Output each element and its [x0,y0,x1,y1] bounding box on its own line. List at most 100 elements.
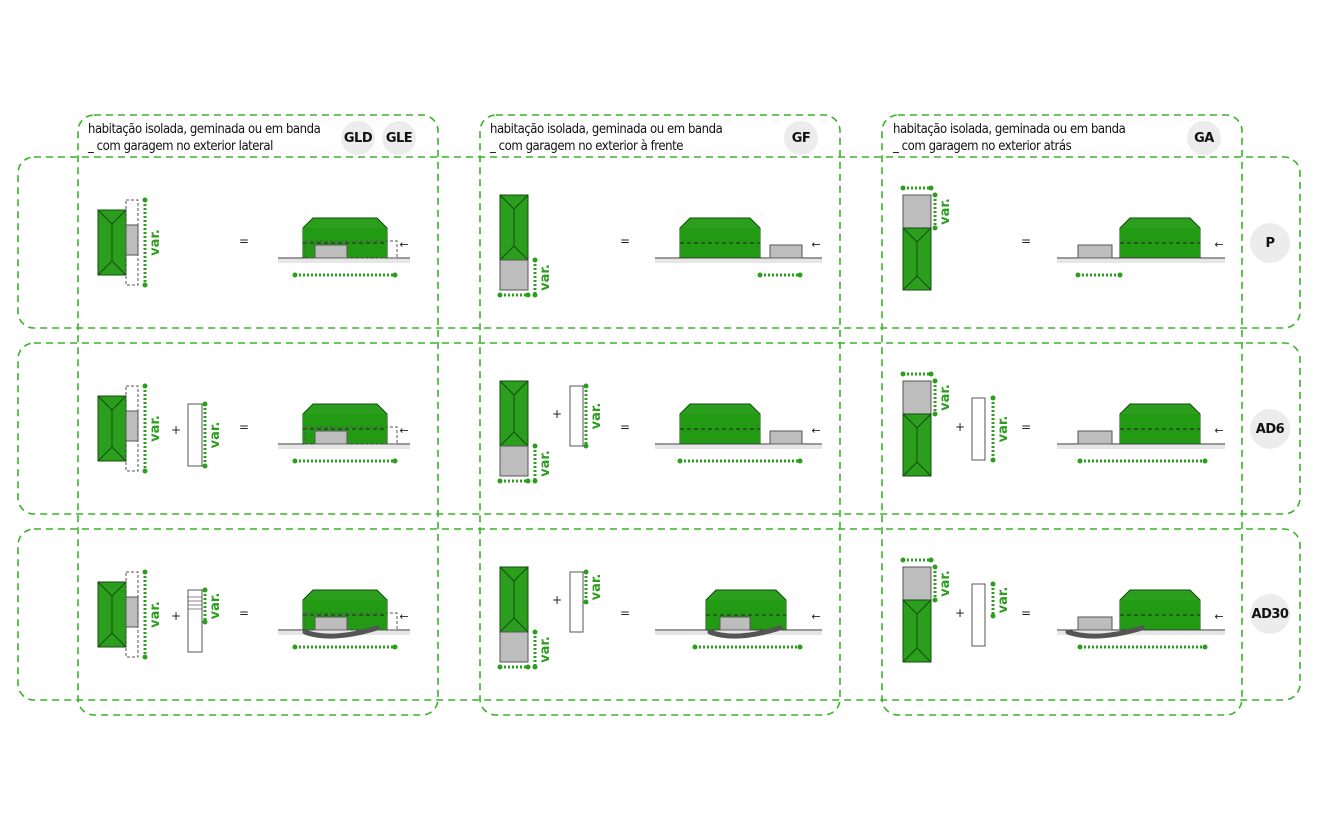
dimension-end [797,272,803,278]
dimension-end [392,644,398,650]
column-frame [881,114,1243,716]
house-body [680,228,760,258]
plus-sign: + [552,407,562,421]
dimension-end [583,443,589,449]
column-title-line1: habitação isolada, geminada ou em banda [490,122,723,137]
garage-box [902,380,932,415]
ground-fill [655,445,822,449]
ground-fill [655,259,822,263]
ramp [707,625,783,639]
var-label: var. [938,384,953,411]
dimension-end [928,185,934,191]
cell-back-ad30: var.+var.=← [900,557,1225,663]
var-label: var. [208,422,223,449]
entry-arrow: ← [399,238,408,251]
cell-back-ad6: var.+var.=← [900,371,1225,477]
garage-box [902,194,932,229]
equals-sign: = [239,606,249,620]
var-label: var. [996,587,1011,614]
house-body [1120,228,1200,258]
dimension-end [990,581,996,587]
dimension-end [797,644,803,650]
var-label: var. [148,415,163,442]
dimension-end [932,564,938,570]
dimension-end [1077,644,1083,650]
row-frame [17,342,1301,515]
garage-box [125,410,139,442]
dimension-end [142,383,148,389]
ramp [1065,625,1145,639]
dimension-end [202,401,208,407]
dimension-end [525,664,531,670]
dimension-end [532,292,538,298]
row-frame [17,156,1301,329]
column-title-line2: _ com garagem no exterior atrás [893,139,1072,154]
dimension-end [142,468,148,474]
plus-sign: + [955,606,965,620]
cell-back-p: var.=← [900,185,1225,291]
dimension-end [677,458,683,464]
dimension-end [900,185,906,191]
ground-fill [655,631,822,635]
dimension-end [202,463,208,469]
equals-sign: = [239,234,249,248]
badge-row-ad6: AD6 [1250,409,1290,449]
dimension-end [497,664,503,670]
var-label: var. [589,403,604,430]
garage-box [1077,616,1113,631]
garage-box [314,430,348,445]
dimension-end [692,644,698,650]
dimension-end [525,292,531,298]
badge-row-p: P [1250,223,1290,263]
dimension-end [532,257,538,263]
column-title-lateral: habitação isolada, geminada ou em banda … [88,121,321,155]
garage-outline [304,426,398,445]
ramp-plan [569,571,584,633]
var-label: var. [208,593,223,620]
dimension-end [532,664,538,670]
equals-sign: = [1021,420,1031,434]
dimension-end [900,371,906,377]
dimension-end [532,443,538,449]
var-label: var. [538,636,553,663]
column-title-line1: habitação isolada, geminada ou em banda [893,122,1126,137]
dimension-end [292,458,298,464]
dimension-end [583,383,589,389]
ground-fill [1057,445,1225,449]
badge-gf: GF [784,121,818,155]
garage-box [314,616,348,631]
cell-lateral-ad6: var.+var.=← [97,383,410,474]
dimension-end [757,272,763,278]
entry-arrow: ← [1214,238,1223,251]
badge-row-ad30: AD30 [1250,594,1290,634]
row-frame [17,528,1301,701]
dimension-end [583,569,589,575]
column-title-back: habitação isolada, geminada ou em banda … [893,121,1126,155]
dimension-end [525,478,531,484]
dimension-end [532,629,538,635]
garage-box [769,430,803,445]
ground-fill [278,445,410,449]
ground-fill [1057,259,1225,263]
ramp-plan [971,583,986,647]
dimension-end [202,619,208,625]
dimension-end [202,587,208,593]
dimension-end [932,225,938,231]
dimension-end [497,478,503,484]
dimension-end [1202,458,1208,464]
entry-arrow: ← [399,610,408,623]
cell-lateral-p: var.=← [97,197,410,288]
garage-box [1077,244,1113,259]
garage-box [1077,430,1113,445]
garage-box [499,445,529,477]
var-label: var. [538,264,553,291]
dimension-end [990,457,996,463]
equals-sign: = [620,420,630,434]
dimension-end [142,569,148,575]
dimension-end [932,411,938,417]
plus-sign: + [171,609,181,623]
cell-front-ad6: var.+var.=← [497,380,822,484]
ramp [302,625,380,639]
garage-outline [304,612,398,631]
